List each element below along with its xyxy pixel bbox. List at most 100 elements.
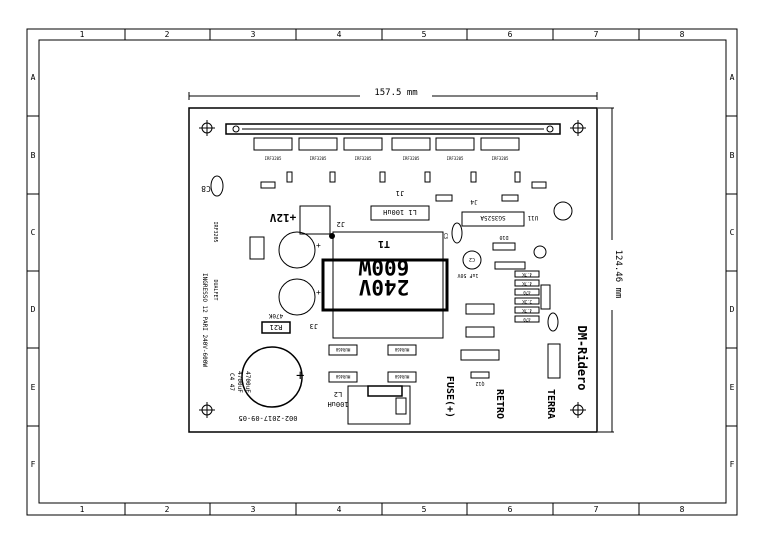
row-label: D [730, 305, 735, 314]
diode-mur [328, 371, 358, 383]
col-label: 2 [165, 30, 170, 39]
diode-label: MUR460 [335, 374, 350, 379]
resistor-value: 470 [523, 317, 531, 322]
transformer-label: T1 [378, 238, 390, 249]
col-label: 5 [422, 30, 427, 39]
output-diodes: MUR460 MUR460 MUR460 MUR460 [328, 344, 417, 383]
col-label: 1 [80, 505, 85, 514]
inductor-l2-label: L2 [334, 390, 342, 398]
diode-d10-label: D10 [499, 234, 508, 240]
col-label: 6 [508, 30, 513, 39]
mosfet-label: IRF3205 [265, 156, 282, 161]
column-labels-bottom: 1 2 3 4 5 6 7 8 [80, 505, 685, 514]
cap-c8-label: C8 [201, 184, 211, 193]
col-label: 8 [680, 30, 685, 39]
inductor-l1-label: L1 100uH [383, 208, 417, 216]
resistor-value: 2.2K [522, 299, 532, 304]
row-label: E [31, 383, 36, 392]
row-label: F [730, 460, 735, 469]
transistor-label: Q12 [475, 380, 484, 386]
column-ticks-top [124, 29, 640, 40]
transformer-voltage: 240V [358, 275, 409, 299]
ladder-resistor [514, 297, 540, 305]
diode-mur [328, 344, 358, 356]
small-cap-icon [533, 245, 547, 259]
relay-box [547, 343, 561, 379]
col-label: 5 [422, 505, 427, 514]
designer-label: DM-Ridero [575, 325, 589, 390]
col-label: 2 [165, 505, 170, 514]
ladder-resistor [514, 306, 540, 314]
retro-label: RETRO [494, 389, 505, 419]
row-label: E [730, 383, 735, 392]
connector-j1-label: J1 [396, 189, 404, 197]
capacitor-box [494, 261, 526, 270]
resistor-r21-label: R21 [270, 323, 283, 331]
connector-j2-label: J2 [337, 220, 345, 228]
diode-mur [387, 371, 417, 383]
col-label: 3 [251, 30, 256, 39]
diode-box [465, 303, 495, 315]
dimension-width: 157.5 mm [188, 86, 598, 100]
mosfet-package [343, 137, 383, 151]
electrolytic-cap: + [278, 278, 321, 316]
mosfet-label: IRF3205 [492, 156, 509, 161]
mosfet-label: IRF3205 [447, 156, 464, 161]
mosfet-package [391, 137, 431, 151]
col-label: 3 [251, 505, 256, 514]
cap-value-label: 1uF 50V [457, 272, 478, 278]
row-label: A [730, 73, 735, 82]
row-label: C [31, 228, 36, 237]
row-label: D [31, 305, 36, 314]
mounting-hole-icon [570, 402, 586, 418]
resistor-value: 4.7K [522, 281, 532, 286]
small-ellipse-cap [547, 312, 559, 332]
ic-u1-label: SG3525A [480, 214, 506, 221]
plus-12v-label: +12V [269, 211, 296, 224]
col-label: 1 [80, 30, 85, 39]
col-label: 4 [337, 30, 342, 39]
date-code-label: 002-2017-09-05 [238, 414, 297, 422]
fuse-label: FUSE(+) [444, 376, 455, 418]
diode-label: MUR460 [394, 347, 409, 352]
terra-label: TERRA [545, 389, 556, 419]
transformer-t1: T1 240V 600W [321, 231, 449, 339]
mounting-hole-icon [199, 402, 215, 418]
zener-box [460, 349, 500, 361]
height-dimension-label: 124.46 mm [613, 250, 623, 299]
cap-c3-label: C3 [442, 233, 448, 239]
capacitor-c2 [462, 250, 482, 270]
row-ticks-right [726, 115, 737, 427]
cap-c4-value: 4700uF [236, 371, 243, 393]
cap-c4-value-2: 4700uF [244, 371, 251, 393]
mosfet-label: IRF3205 [310, 156, 327, 161]
row-labels-left: A B C D E F [31, 73, 36, 469]
input-spec-label: INGRESSO 12 PARI 240V-600W [201, 273, 208, 367]
ladder-resistor [514, 288, 540, 296]
mounting-hole-icon [199, 120, 215, 136]
row-ticks-left [27, 115, 39, 427]
col-label: 8 [680, 505, 685, 514]
connector-j2: J2 [299, 205, 345, 239]
ic-sg3525: SG3525A U11 J4 [461, 198, 538, 227]
transformer-power: 600W [358, 255, 409, 279]
row-label: A [31, 73, 36, 82]
heatsink-bar [225, 123, 561, 135]
col-label: 6 [508, 505, 513, 514]
diode-label: MUR460 [394, 374, 409, 379]
mosfet-package [480, 137, 520, 151]
output-connector: L2 100uH [327, 385, 411, 425]
column-ticks-bottom [124, 503, 640, 515]
row-label: B [31, 151, 36, 160]
row-label: C [730, 228, 735, 237]
col-label: 7 [594, 505, 599, 514]
mosfet-label: IRF3205 [403, 156, 420, 161]
mounting-hole-icon [570, 120, 586, 136]
diode-vertical [540, 284, 551, 310]
polarity-plus-icon: + [316, 288, 321, 297]
col-label: 4 [337, 505, 342, 514]
mosfet-package [253, 137, 293, 151]
width-dimension-label: 157.5 mm [374, 88, 417, 98]
pcb-outline [188, 107, 598, 433]
